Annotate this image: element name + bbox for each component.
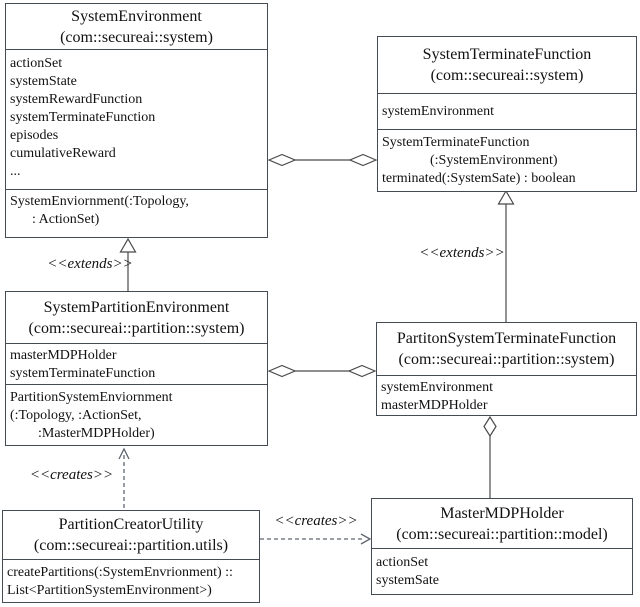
method: terminated(:SystemSate) : boolean — [382, 171, 576, 186]
hollow-diamond-icon — [267, 153, 297, 167]
attribute: systemRewardFunction — [10, 92, 143, 107]
class-title-compartment: PartitionCreatorUtility (com::secureai::… — [3, 511, 259, 559]
aggregation-connector-vertical — [483, 415, 497, 498]
attribute: actionSet — [376, 555, 429, 570]
class-package: (com::secureai::partition::system) — [28, 319, 245, 337]
class-title-compartment: SystemPartitionEnvironment (com::securea… — [6, 292, 267, 343]
method: SystemTerminateFunction — [382, 135, 530, 150]
class-box-partition-creator-utility: PartitionCreatorUtility (com::secureai::… — [2, 510, 260, 603]
class-name: PartitonSystemTerminateFunction — [396, 330, 617, 347]
extends-label-left: <<extends>> — [47, 256, 133, 272]
attribute: systemEnvironment — [381, 380, 493, 395]
attribute: systemEnvironment — [382, 104, 494, 119]
hollow-triangle-icon — [497, 189, 515, 205]
creates-arrow-vertical — [118, 447, 130, 510]
class-package: (com::secureai::partition::system) — [398, 351, 615, 368]
method: : ActionSet) — [32, 212, 100, 227]
class-title-compartment: MasterMDPHolder (com::secureai::partitio… — [372, 499, 632, 548]
class-attributes-compartment: systemEnvironment masterMDPHolder — [377, 375, 636, 415]
class-box-partiton-system-terminate-function: PartitonSystemTerminateFunction (com::se… — [376, 322, 637, 416]
class-attributes-compartment: masterMDPHolder systemTerminateFunction — [6, 343, 267, 384]
extends-label-right: <<extends>> — [419, 245, 505, 261]
hollow-diamond-icon — [483, 415, 497, 438]
hollow-diamond-icon — [348, 153, 378, 167]
attribute: actionSet — [10, 56, 63, 71]
open-arrowhead-icon — [360, 533, 372, 545]
creates-label-horizontal: <<creates>> — [274, 513, 358, 529]
hollow-triangle-icon — [119, 237, 137, 253]
class-name: SystemTerminateFunction — [422, 46, 592, 63]
method: PartitionSystemEnviornment — [10, 390, 173, 405]
aggregation-connector-middle — [267, 364, 377, 378]
class-box-system-environment: SystemEnvironment (com::secureai::system… — [5, 3, 268, 238]
attribute: systemState — [10, 74, 77, 89]
attribute: episodes — [10, 128, 59, 143]
class-methods-compartment: SystemTerminateFunction (:SystemEnvironm… — [378, 129, 636, 191]
attribute: masterMDPHolder — [381, 398, 488, 413]
class-methods-compartment: SystemEnviornment(:Topology, : ActionSet… — [6, 189, 267, 237]
class-package: (com::secureai::partition.utils) — [33, 537, 229, 554]
hollow-diamond-icon — [347, 364, 377, 378]
class-title-compartment: SystemEnvironment (com::secureai::system… — [6, 4, 267, 49]
creates-arrow-horizontal — [260, 533, 372, 545]
class-attributes-compartment: systemEnvironment — [378, 93, 636, 129]
class-title-compartment: SystemTerminateFunction (com::secureai::… — [378, 37, 636, 93]
class-name: SystemEnvironment — [71, 7, 202, 25]
class-attributes-compartment: actionSet systemState systemRewardFuncti… — [6, 49, 267, 189]
method: createPartitions(:SystemEnvrionment) :: — [7, 565, 233, 580]
class-name: SystemPartitionEnvironment — [43, 298, 230, 316]
method: (:Topology, :ActionSet, — [10, 408, 142, 423]
class-methods-compartment: createPartitions(:SystemEnvrionment) :: … — [3, 559, 259, 602]
class-box-system-terminate-function: SystemTerminateFunction (com::secureai::… — [377, 36, 637, 192]
class-title-compartment: PartitonSystemTerminateFunction (com::se… — [377, 323, 636, 375]
aggregation-connector-top — [267, 153, 378, 167]
creates-label-vertical: <<creates>> — [29, 467, 114, 483]
attribute: systemTerminateFunction — [10, 110, 156, 125]
class-package: (com::secureai::system) — [60, 28, 213, 46]
class-name: PartitionCreatorUtility — [58, 516, 204, 533]
method: SystemEnviornment(:Topology, — [10, 194, 189, 209]
attribute: cumulativeReward — [10, 146, 116, 161]
method: List<PartitionSystemEnvironment>) — [7, 583, 212, 598]
hollow-diamond-icon — [267, 364, 297, 378]
class-package: (com::secureai::partition::model) — [396, 525, 608, 543]
class-package: (com::secureai::system) — [430, 67, 584, 84]
attribute: systemSate — [376, 573, 439, 588]
class-name: MasterMDPHolder — [440, 504, 564, 522]
class-box-system-partition-environment: SystemPartitionEnvironment (com::securea… — [5, 291, 268, 446]
method: :MasterMDPHolder) — [38, 426, 155, 441]
class-box-master-mdp-holder: MasterMDPHolder (com::secureai::partitio… — [371, 498, 633, 595]
method: (:SystemEnvironment) — [430, 153, 558, 168]
class-methods-compartment: PartitionSystemEnviornment (:Topology, :… — [6, 384, 267, 445]
open-arrowhead-icon — [118, 447, 130, 460]
attribute: systemTerminateFunction — [10, 366, 156, 381]
attribute: masterMDPHolder — [10, 348, 117, 363]
attribute: ... — [10, 164, 21, 179]
class-attributes-compartment: actionSet systemSate — [372, 548, 632, 594]
